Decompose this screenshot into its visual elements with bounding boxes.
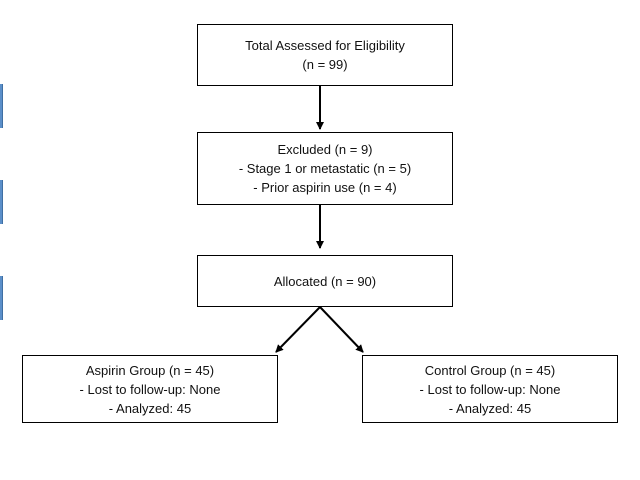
arrow-allocated-to-control bbox=[319, 306, 364, 353]
control-group-title: Control Group (n = 45) bbox=[424, 362, 556, 378]
side-tab-2 bbox=[0, 180, 3, 224]
arrow-allocated-to-aspirin bbox=[275, 306, 321, 353]
aspirin-group-box: Aspirin Group (n = 45) - Lost to follow-… bbox=[22, 355, 278, 423]
control-group-analyzed: - Analyzed: 45 bbox=[448, 400, 532, 416]
aspirin-group-title: Aspirin Group (n = 45) bbox=[85, 362, 215, 378]
excluded-reason: - Stage 1 or metastatic (n = 5) bbox=[238, 161, 412, 176]
assessed-box: Total Assessed for Eligibility (n = 99) bbox=[197, 24, 453, 86]
excluded-box: Excluded (n = 9) - Stage 1 or metastatic… bbox=[197, 132, 453, 205]
excluded-reason: - Prior aspirin use (n = 4) bbox=[253, 180, 397, 195]
side-tab-3 bbox=[0, 276, 3, 320]
aspirin-group-analyzed: - Analyzed: 45 bbox=[108, 400, 192, 416]
allocated-title: Allocated (n = 90) bbox=[273, 273, 377, 289]
aspirin-group-lost: - Lost to follow-up: None bbox=[79, 381, 221, 397]
control-group-box: Control Group (n = 45) - Lost to follow-… bbox=[362, 355, 618, 423]
excluded-title: Excluded (n = 9) bbox=[277, 142, 373, 157]
control-group-lost: - Lost to follow-up: None bbox=[419, 381, 561, 397]
side-tab-1 bbox=[0, 84, 3, 128]
assessed-count: (n = 99) bbox=[302, 57, 348, 72]
allocated-box: Allocated (n = 90) bbox=[197, 255, 453, 307]
assessed-title: Total Assessed for Eligibility bbox=[245, 38, 405, 53]
